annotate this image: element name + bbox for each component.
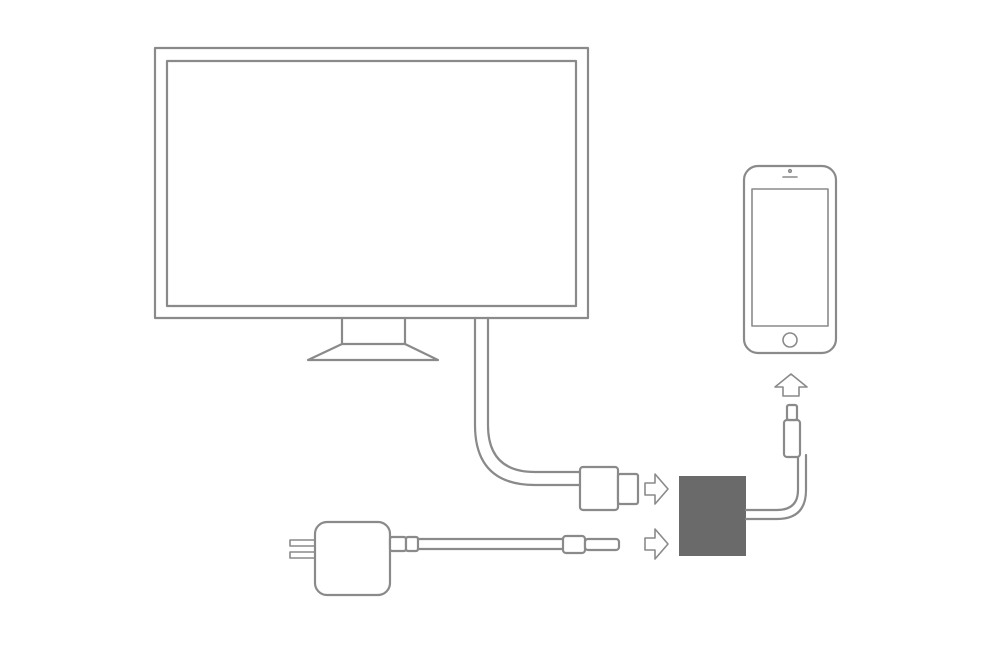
usb-plug-left <box>404 535 420 553</box>
hdmi-cable-line <box>473 316 585 487</box>
monitor-stand-base <box>306 342 440 362</box>
hdmi-cable <box>473 316 640 512</box>
adapter-cable-line-inner <box>744 453 808 521</box>
usb-connector-tip <box>583 537 621 552</box>
adapter-to-phone-arrow <box>774 373 808 397</box>
hdmi-to-adapter-arrow <box>644 473 669 505</box>
monitor-screen <box>165 59 578 308</box>
usb-cable <box>404 534 621 555</box>
hdmi-connector-plug <box>616 472 640 506</box>
usb-connector-body <box>561 534 587 555</box>
power-adapter-port <box>388 535 408 553</box>
smartphone-body <box>742 164 838 355</box>
hdmi-connector-body <box>578 465 620 512</box>
smartphone-screen <box>751 188 829 327</box>
adapter-cable-line <box>744 453 800 512</box>
power-adapter-prong-bottom <box>289 551 316 559</box>
smartphone-camera <box>787 168 793 174</box>
power-adapter-prong-top <box>289 539 316 547</box>
monitor <box>153 46 590 362</box>
adapter-cable <box>744 403 808 521</box>
lightning-plug-tip <box>785 403 799 422</box>
smartphone-home-button <box>782 332 798 348</box>
usb-to-adapter-arrow <box>644 528 669 560</box>
smartphone <box>742 164 838 355</box>
monitor-bezel <box>153 46 590 320</box>
power-adapter-body <box>313 520 392 597</box>
power-adapter <box>289 520 408 597</box>
monitor-neck <box>340 317 407 346</box>
lightning-plug-body <box>782 418 802 459</box>
av-adapter <box>679 476 746 556</box>
hdmi-cable-line-inner <box>486 316 585 474</box>
